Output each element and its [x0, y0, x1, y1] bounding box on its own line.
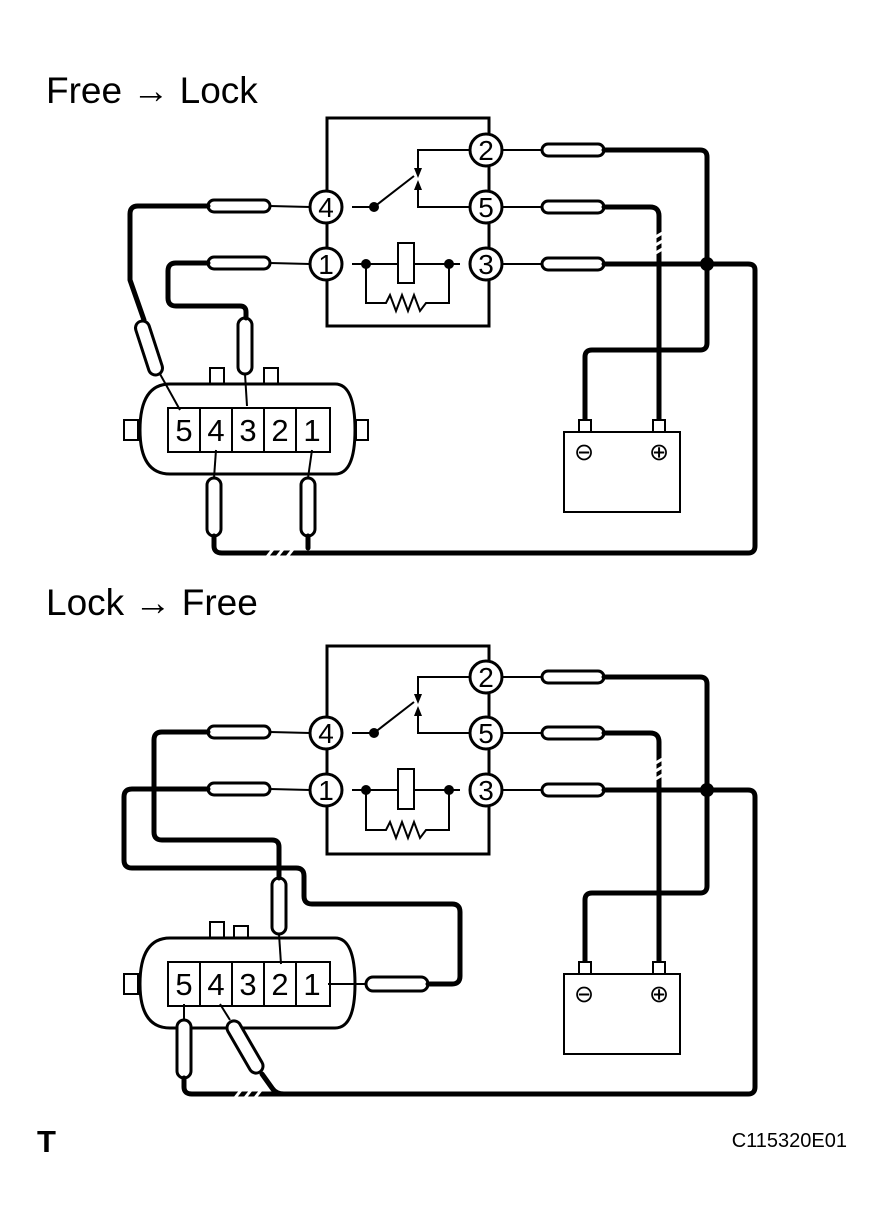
panel-lock-to-free: 4 1 2 5 3 5 4 3 2 1 — [121, 644, 758, 1100]
svg-text:4: 4 — [318, 192, 334, 223]
corner-mark: T — [37, 1124, 56, 1159]
probe — [206, 781, 311, 797]
connector-pin-3: 3 — [239, 967, 256, 1002]
connector-pin-1: 1 — [303, 967, 320, 1002]
probe — [206, 255, 311, 271]
probe — [502, 669, 606, 685]
probe — [219, 1003, 265, 1075]
svg-text:5: 5 — [478, 192, 494, 223]
relay-terminal-2: 2 — [468, 659, 504, 695]
connector-pin-5: 5 — [175, 967, 192, 1002]
svg-text:2: 2 — [478, 135, 494, 166]
relay-terminal-1: 1 — [308, 246, 344, 282]
connector-pin-2: 2 — [271, 413, 288, 448]
battery-positive-icon: ⊕ — [649, 981, 669, 1008]
panel-title-lock-to-free: Lock → Free — [46, 582, 258, 623]
probe — [502, 142, 606, 158]
relay-terminal-3: 3 — [468, 772, 504, 808]
panel-free-to-lock: 4 1 2 5 3 5 4 3 2 1 — [123, 116, 758, 559]
probe — [502, 725, 606, 741]
connector-pin-4: 4 — [207, 413, 224, 448]
probe — [502, 199, 606, 215]
probe — [206, 198, 311, 214]
connector-pin-3: 3 — [239, 413, 256, 448]
connector: 5 4 3 2 1 — [123, 921, 357, 1030]
probe — [502, 782, 606, 798]
svg-text:1: 1 — [318, 775, 334, 806]
svg-text:3: 3 — [478, 249, 494, 280]
connector-pin-5: 5 — [175, 413, 192, 448]
relay-terminal-5: 5 — [468, 189, 504, 225]
probe — [206, 724, 311, 740]
connector-pin-4: 4 — [207, 967, 224, 1002]
probe — [502, 256, 606, 272]
battery-negative-icon: ⊖ — [574, 439, 594, 466]
probe — [134, 319, 181, 411]
relay-terminal-1: 1 — [308, 772, 344, 808]
battery: ⊖ ⊕ — [563, 419, 681, 513]
relay-box — [325, 116, 491, 328]
svg-text:5: 5 — [478, 718, 494, 749]
svg-text:2: 2 — [478, 662, 494, 693]
relay-terminal-4: 4 — [308, 189, 344, 225]
relay-terminal-4: 4 — [308, 715, 344, 751]
battery-negative-icon: ⊖ — [574, 981, 594, 1008]
connector-pin-2: 2 — [271, 967, 288, 1002]
svg-text:4: 4 — [318, 718, 334, 749]
connector-pin-1: 1 — [303, 413, 320, 448]
panel-title-free-to-lock: Free → Lock — [46, 70, 258, 111]
relay-terminal-5: 5 — [468, 715, 504, 751]
svg-text:1: 1 — [318, 249, 334, 280]
svg-text:3: 3 — [478, 775, 494, 806]
relay-box — [325, 644, 491, 856]
battery: ⊖ ⊕ — [563, 961, 681, 1055]
relay-terminal-3: 3 — [468, 246, 504, 282]
battery-positive-icon: ⊕ — [649, 439, 669, 466]
relay-terminal-2: 2 — [468, 132, 504, 168]
connector: 5 4 3 2 1 — [123, 367, 369, 476]
figure-code: C115320E01 — [731, 1130, 847, 1152]
